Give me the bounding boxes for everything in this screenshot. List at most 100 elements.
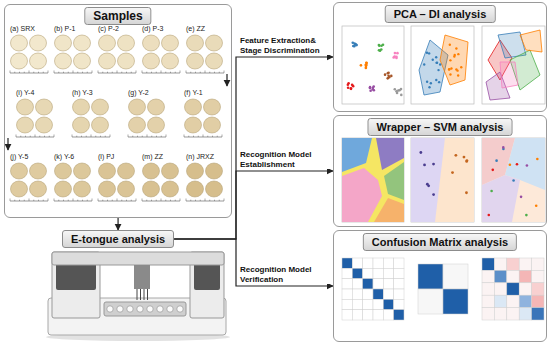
ruler-tick [156,200,157,201]
score-point [393,55,396,58]
ruler-tick [131,72,132,73]
ruler-tick [180,71,181,74]
score-point [426,52,428,54]
slice-image [74,163,91,179]
ruler-tick [180,199,181,202]
score-point [453,55,455,57]
sensor-head [134,265,150,289]
ruler-tick [100,136,101,137]
score-point [435,56,437,58]
arrow-connector [117,218,118,230]
slice-image [129,117,146,133]
slice-image [118,163,135,179]
matrix-cell [532,295,544,307]
score-point [455,68,457,70]
decision-region [482,138,545,222]
matrix-cell [363,299,373,309]
ruler-tick [142,136,143,137]
sample-panel: Samples [4,4,232,218]
sensor-probe [144,289,145,300]
analysis-panel: Wrapper – SVM analysis [333,115,547,227]
ruler-tick [121,72,122,73]
sample-label: (c) P-2 [98,25,119,33]
ruler-tick [190,200,191,201]
score-point [395,90,398,93]
ruler-tick [33,200,34,201]
plot-frame [411,138,474,222]
sample-label: (b) P-1 [54,25,75,33]
ruler-tick [54,135,55,138]
matrix-cell [482,258,494,270]
slice-image [55,181,72,197]
slice-image [206,163,223,179]
sensor-probe [137,289,138,300]
ruler-tick [224,71,225,74]
score-point [393,88,396,91]
ruler-tick [195,200,196,201]
sample-point [509,163,512,166]
ruler-tick [224,199,225,202]
score-point [380,44,383,47]
ruler-tick [132,136,133,137]
matrix-cell [342,268,352,278]
slice-image [185,117,202,133]
score-point [436,62,438,64]
ruler-tick [217,136,218,137]
ruler-tick [102,72,103,73]
ruler-tick [214,200,215,201]
matrix-cell [482,283,494,295]
ruler-tick [200,72,201,73]
ruler-tick [107,200,108,201]
matrix-cell [507,308,519,320]
sample-point [490,190,493,193]
plot-frame [482,138,545,222]
sample-label: (d) P-3 [142,25,163,33]
ruler-tick [98,199,99,202]
ruler-tick [68,72,69,73]
score-point [398,89,401,92]
sample-well [127,306,133,312]
ruler-tick [19,200,20,201]
matrix-cell [519,308,531,320]
ruler-tick [77,72,78,73]
matrix-cell [373,299,383,309]
ruler-tick [72,135,73,138]
score-point [394,52,397,55]
slice-image [36,99,53,115]
sample-well [137,306,143,312]
process-text: E-tongue analysis [71,232,165,246]
matrix-cell [352,289,362,299]
ruler-tick [188,136,189,137]
plot-frame [342,26,404,104]
ruler-tick [24,200,25,201]
slice-image [11,163,28,179]
slice-image [36,117,53,133]
sample-point [454,154,457,157]
sample-point [502,146,505,149]
ruler-tick [117,71,118,74]
ruler-tick [209,200,210,201]
ruler-tick [121,200,122,201]
sample-point [465,191,468,194]
score-point [369,86,372,89]
slice-image [148,99,165,115]
sample-label: (m) ZZ [142,153,163,161]
plot-frame [342,138,404,222]
score-point [448,68,450,70]
matrix-cell [418,289,443,314]
ruler-tick [87,72,88,73]
sample-point [426,183,429,186]
matrix-cell [373,258,383,268]
sample-well [167,306,173,312]
sample-point [465,160,468,163]
ruler-tick [161,136,162,137]
matrix-cell [373,289,383,299]
ruler-tick [205,199,206,202]
slice-image [99,181,116,197]
ruler-tick [156,72,157,73]
ruler-tick [63,200,64,201]
decision-region [411,138,474,222]
score-point [380,48,383,51]
matrix-cell [383,310,393,320]
ruler-tick [146,200,147,201]
